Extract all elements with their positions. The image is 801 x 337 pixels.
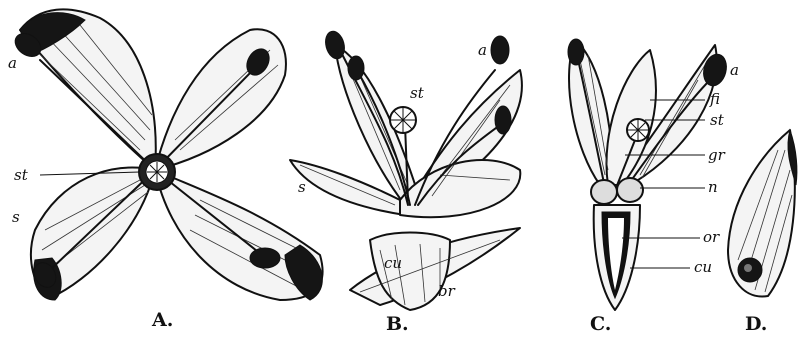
caption-b: B.	[386, 313, 409, 335]
label-c-cup: cu	[694, 258, 712, 276]
label-b-sepal: s	[298, 178, 306, 196]
nectary-c-right	[617, 178, 643, 202]
anther-b2	[348, 56, 364, 80]
label-c-stigma: st	[710, 111, 725, 129]
label-c-filament: fi	[709, 90, 720, 108]
label-a-sepal: s	[12, 208, 20, 226]
label-c-style: gr	[708, 146, 726, 164]
caption-d: D.	[745, 313, 767, 335]
anther-b3	[491, 36, 509, 64]
anther-b4	[495, 106, 511, 134]
figure-b: a st s cu br B.	[290, 29, 522, 335]
label-b-stigma: st	[410, 84, 425, 102]
figure-a: a st s A.	[8, 9, 323, 331]
label-c-nectary: n	[708, 178, 718, 196]
anther-lr	[250, 248, 280, 268]
label-c-anther: a	[730, 61, 739, 79]
figure-d: D.	[728, 130, 797, 335]
figure-c: a fi st gr n or cu C.	[568, 39, 739, 335]
label-a-stigma: st	[14, 166, 29, 184]
label-c-ovary: or	[703, 228, 720, 246]
caption-a: A.	[151, 309, 173, 331]
label-b-cup: cu	[384, 254, 402, 272]
label-a-anther: a	[8, 54, 17, 72]
nectary-c-left	[591, 180, 617, 204]
label-b-anther: a	[478, 41, 487, 59]
caption-c: C.	[590, 313, 611, 335]
label-b-bract: br	[438, 282, 456, 300]
sepal-b-front	[400, 160, 520, 217]
anther-c1	[568, 39, 584, 65]
